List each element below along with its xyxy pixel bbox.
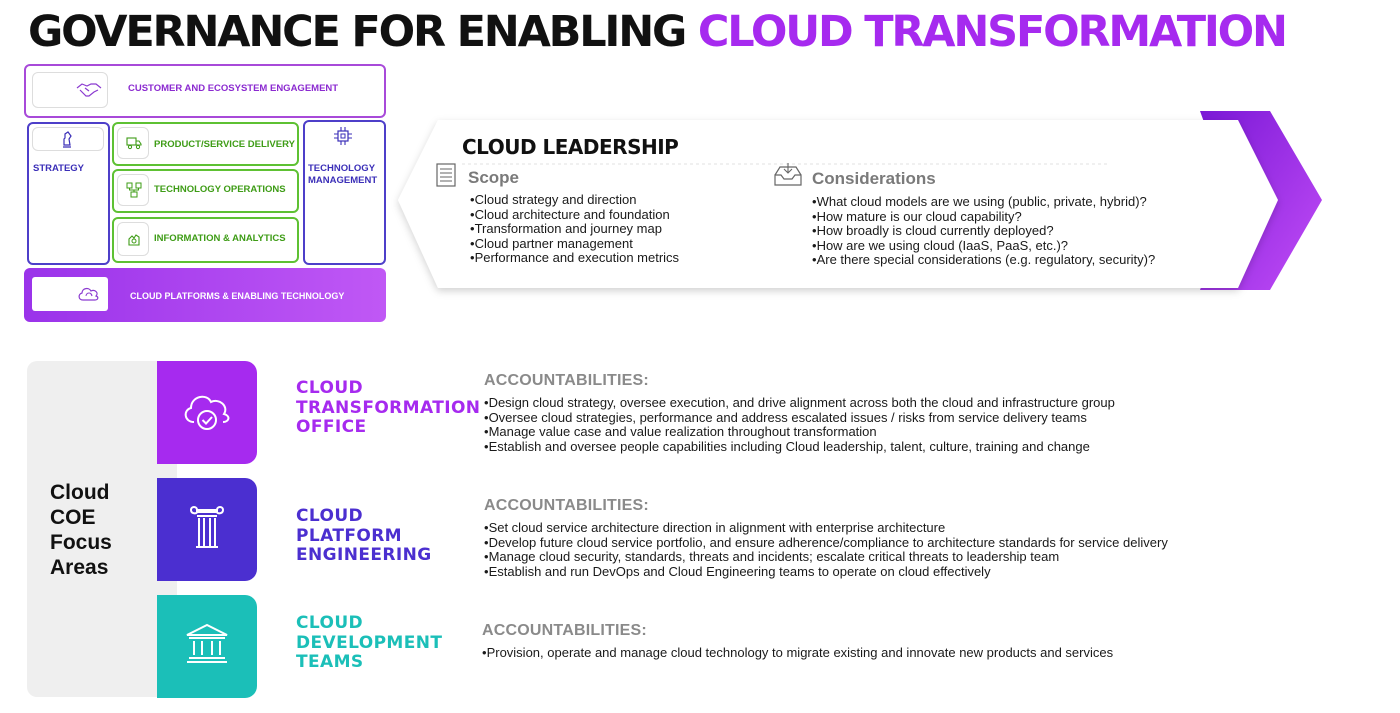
area-name-line: ENGINEERING (296, 545, 432, 565)
considerations-heading: Considerations (812, 169, 936, 188)
product-delivery-label: PRODUCT/SERVICE DELIVERY (154, 139, 295, 150)
info-icon-box (117, 222, 149, 256)
accountabilities-heading: ACCOUNTABILITIES: (482, 622, 647, 639)
list-item: How mature is our cloud capability? (812, 209, 1155, 225)
accountabilities-heading: ACCOUNTABILITIES: (484, 372, 649, 389)
coe-label: Cloud COE Focus Areas (50, 480, 112, 580)
product-icon-box (117, 127, 149, 159)
coe-label-line: Cloud (50, 481, 110, 504)
delivery-truck-icon (125, 134, 143, 152)
tech-operations-label: TECHNOLOGY OPERATIONS (154, 184, 286, 195)
scope-heading: Scope (468, 168, 520, 187)
development-teams-name: CLOUD DEVELOPMENT TEAMS (296, 613, 443, 673)
list-item: Manage cloud security, standards, threat… (484, 550, 1168, 565)
list-item: Cloud strategy and direction (470, 192, 679, 208)
coe-label-line: Focus (50, 531, 112, 554)
tech-management-label-2: MANAGEMENT (308, 175, 378, 186)
document-list-icon (434, 162, 458, 188)
title-part-2: CLOUD TRANSFORMATION (697, 7, 1288, 57)
list-item: Transformation and journey map (470, 222, 679, 237)
area-name-line: TRANSFORMATION (296, 397, 481, 418)
transformation-office-name: CLOUD TRANSFORMATION OFFICE (296, 378, 481, 438)
list-item: How broadly is cloud currently deployed? (812, 224, 1155, 239)
chess-piece-icon (58, 129, 76, 149)
area-name-line: CLOUD (296, 506, 364, 526)
handshake-icon (76, 80, 102, 100)
list-item: Are there special considerations (e.g. r… (812, 253, 1156, 268)
institution-icon (184, 623, 230, 670)
area-name-line: DEVELOPMENT (296, 632, 443, 653)
considerations-list: What cloud models are we using (public, … (812, 194, 1156, 268)
strategy-label: STRATEGY (33, 163, 85, 174)
list-item: Performance and execution metrics (470, 251, 679, 266)
area-name-line: OFFICE (296, 417, 367, 437)
platform-engineering-name: CLOUD PLATFORM ENGINEERING (296, 506, 432, 566)
list-item: Cloud partner management (470, 236, 679, 252)
scope-list: Cloud strategy and direction Cloud archi… (470, 192, 679, 266)
area-name-line: CLOUD (296, 613, 364, 633)
platform-engineering-tile (157, 478, 257, 581)
transformation-office-tile (157, 361, 257, 464)
tech-management-label-1: TECHNOLOGY (308, 163, 376, 174)
accountabilities-heading: ACCOUNTABILITIES: (484, 497, 649, 514)
customer-engagement-label: CUSTOMER AND ECOSYSTEM ENGAGEMENT (128, 83, 339, 94)
list-item: Set cloud service architecture direction… (484, 520, 1168, 536)
pillar-icon (187, 504, 227, 555)
hand-data-icon (125, 230, 143, 248)
accountabilities-list: Design cloud strategy, oversee execution… (484, 395, 1115, 455)
list-item: Establish and run DevOps and Cloud Engin… (484, 564, 1168, 580)
accountabilities-list: Provision, operate and manage cloud tech… (482, 645, 1114, 661)
page-title: GOVERNANCE FOR ENABLING CLOUD TRANSFORMA… (28, 6, 1288, 58)
list-item: Develop future cloud service portfolio, … (484, 535, 1168, 551)
platform-icon-box (32, 277, 108, 311)
inbox-icon (772, 160, 804, 188)
list-item: Manage value case and value realization … (484, 425, 1115, 440)
accountabilities-list: Set cloud service architecture direction… (484, 520, 1168, 580)
list-item: Provision, operate and manage cloud tech… (482, 645, 1114, 661)
area-name-line: PLATFORM (296, 525, 402, 546)
list-item: Establish and oversee people capabilitie… (484, 439, 1115, 455)
cloud-check-icon (181, 388, 233, 437)
list-item: Oversee cloud strategies, performance an… (484, 410, 1115, 426)
coe-label-line: Areas (50, 556, 109, 579)
title-part-1: GOVERNANCE FOR ENABLING (28, 7, 687, 57)
customer-icon-box (32, 72, 108, 108)
list-item: How are we using cloud (IaaS, PaaS, etc.… (812, 238, 1155, 254)
coe-panel (27, 361, 177, 697)
area-name-line: TEAMS (296, 652, 364, 672)
area-name-line: CLOUD (296, 378, 364, 398)
coe-label-line: COE (50, 506, 96, 529)
leadership-title: CLOUD LEADERSHIP (462, 135, 679, 159)
development-teams-tile (157, 595, 257, 698)
list-item: Cloud architecture and foundation (470, 207, 679, 223)
list-item: Design cloud strategy, oversee execution… (484, 395, 1115, 411)
chip-icon (332, 125, 354, 147)
network-icon (125, 181, 143, 199)
cloud-platforms-label: CLOUD PLATFORMS & ENABLING TECHNOLOGY (130, 291, 345, 301)
info-analytics-label: INFORMATION & ANALYTICS (154, 233, 286, 244)
cloud-sync-icon (76, 285, 102, 303)
list-item: What cloud models are we using (public, … (812, 194, 1155, 210)
